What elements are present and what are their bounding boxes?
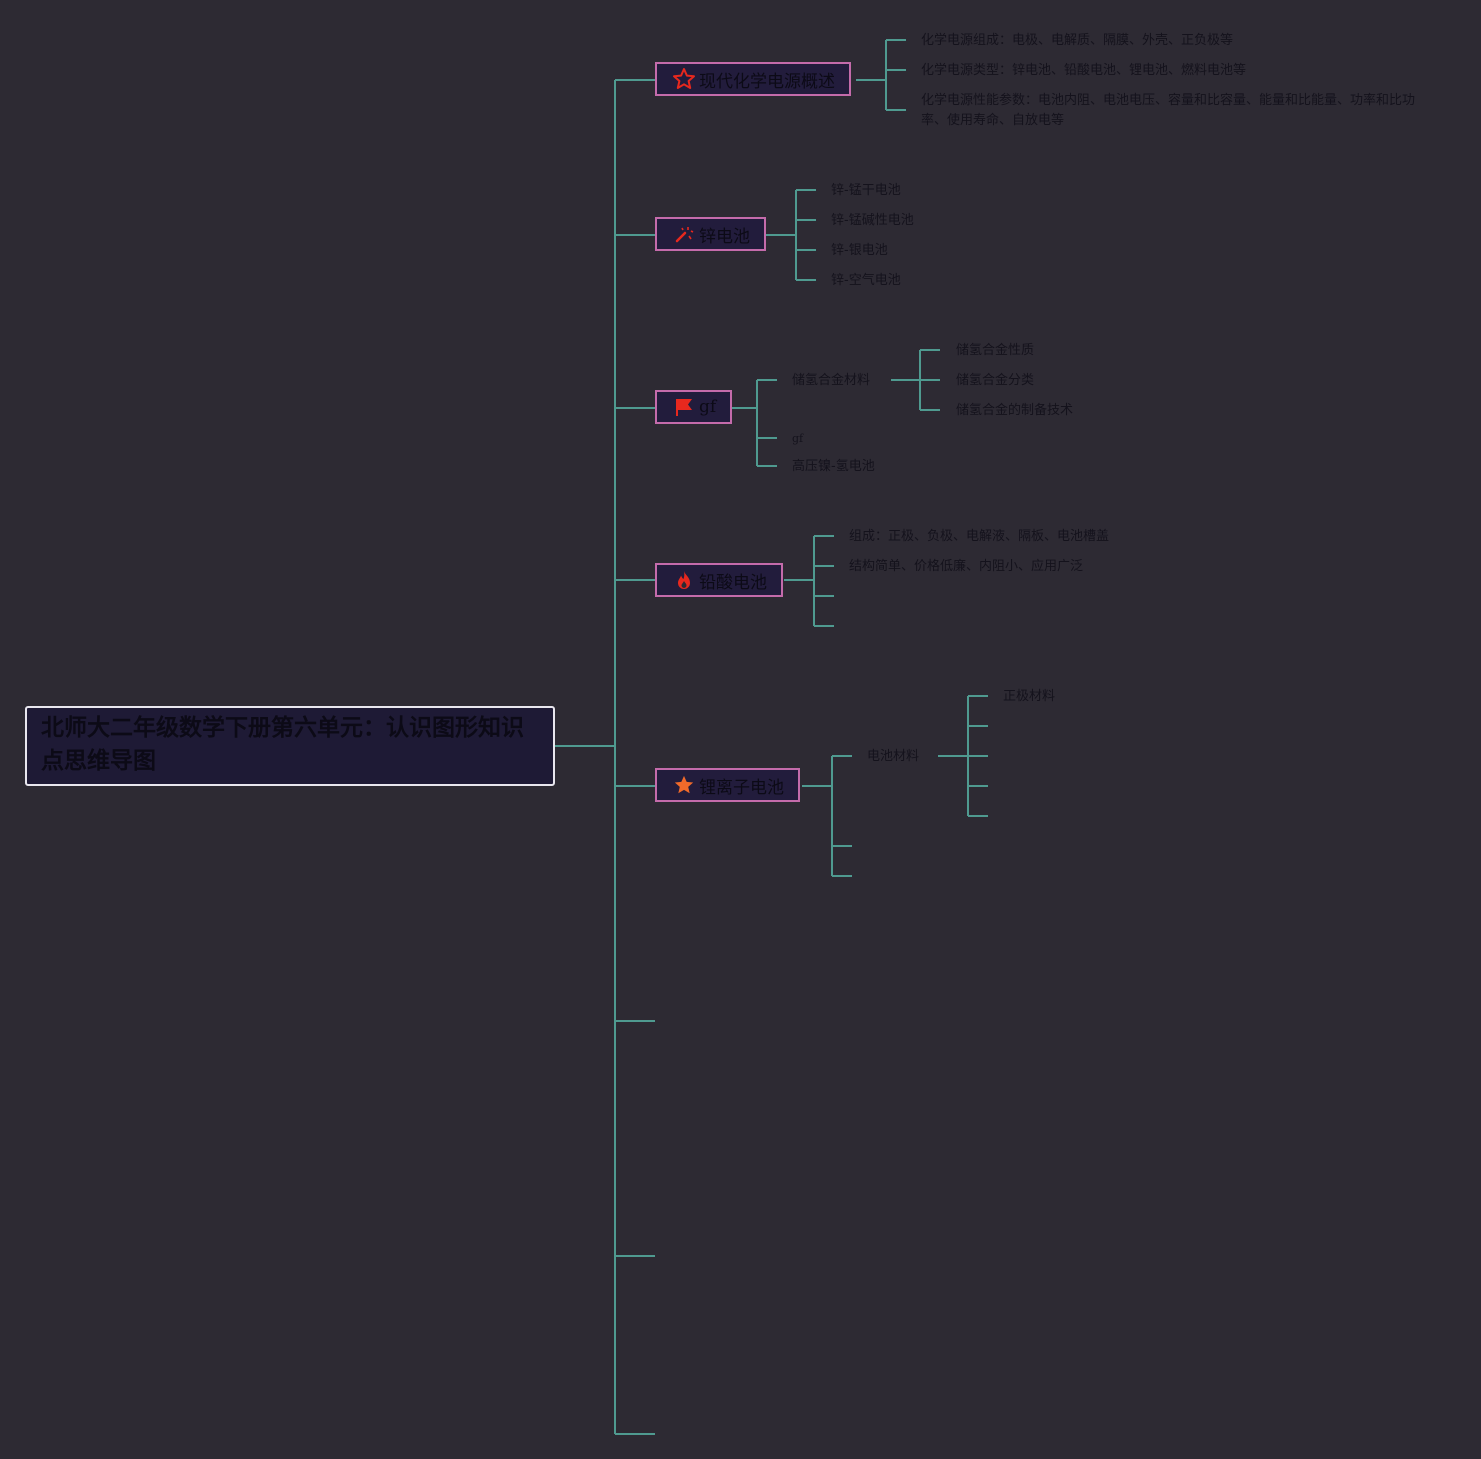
leaf-node[interactable]: 储氢合金的制备技术 (956, 403, 1074, 418)
star-filled-icon (671, 773, 697, 797)
topic-label: 现代化学电源概述 (699, 71, 835, 92)
leaf-node[interactable]: 锌-银电池 (831, 243, 888, 258)
topic-modern-power-sources[interactable]: 现代化学电源概述 (655, 62, 851, 96)
topic-gf[interactable]: gf (655, 390, 733, 424)
leaf-node[interactable]: 结构简单、价格低廉、内阻小、应用广泛 (849, 559, 1084, 574)
leaf-node[interactable]: 组成：正极、负极、电解液、隔板、电池槽盖 (849, 529, 1110, 544)
root-topic[interactable]: 北师大二年级数学下册第六单元：认识图形知识点思维导图 (25, 706, 555, 786)
leaf-node[interactable]: 锌-锰干电池 (831, 183, 901, 198)
leaf-node[interactable]: 化学电源类型：锌电池、铅酸电池、锂电池、燃料电池等 (921, 63, 1247, 78)
leaf-node[interactable]: 高压镍-氢电池 (792, 459, 875, 474)
leaf-node[interactable]: 化学电源组成：电极、电解质、隔膜、外壳、正负极等 (921, 33, 1234, 48)
topic-zinc-battery[interactable]: 锌电池 (655, 217, 766, 251)
subtopic-hydrogen-storage-alloy[interactable]: 储氢合金材料 (792, 373, 871, 388)
topic-lithium-ion-battery[interactable]: 锂离子电池 (655, 768, 800, 802)
fire-icon (671, 568, 697, 592)
topic-lead-acid-battery[interactable]: 铅酸电池 (655, 563, 783, 597)
leaf-node[interactable]: 锌-空气电池 (831, 273, 901, 288)
leaf-node[interactable]: 储氢合金性质 (956, 343, 1035, 358)
leaf-node[interactable]: gf (792, 432, 804, 445)
magic-wand-icon (671, 222, 697, 246)
topic-label: 锂离子电池 (699, 777, 784, 798)
leaf-node[interactable]: 锌-锰碱性电池 (831, 213, 914, 228)
topic-label: gf (699, 397, 717, 417)
leaf-node[interactable]: 正极材料 (1003, 689, 1056, 704)
flag-icon (671, 395, 697, 419)
star-outline-icon (671, 67, 697, 91)
leaf-node[interactable]: 化学电源性能参数：电池内阻、电池电压、容量和比容量、能量和比能量、功率和比功率、… (921, 93, 1416, 128)
leaf-node[interactable]: 储氢合金分类 (956, 373, 1035, 388)
topic-label: 铅酸电池 (699, 572, 767, 593)
subtopic-battery-materials[interactable]: 电池材料 (867, 749, 920, 764)
topic-label: 锌电池 (699, 226, 750, 247)
